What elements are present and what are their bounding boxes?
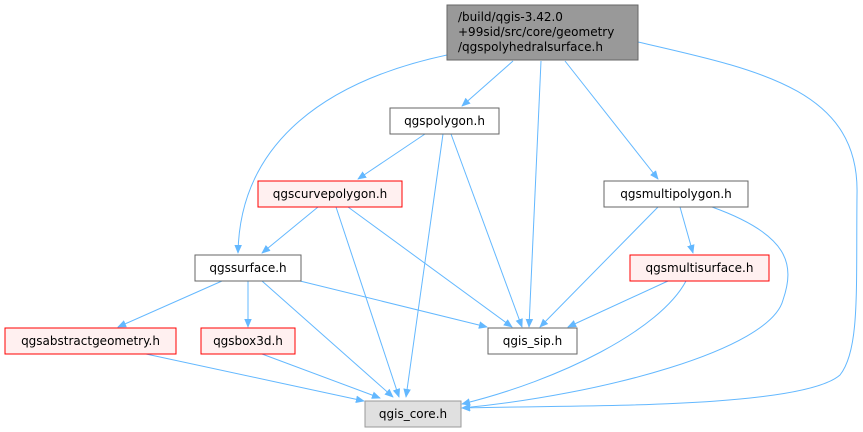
edge-multipolygon-to-core [461, 206, 789, 412]
node-box [200, 327, 296, 355]
node-label: qgis_core.h [379, 407, 447, 421]
node-box [4, 327, 177, 355]
node-label: qgsmultipolygon.h [620, 187, 732, 201]
node-box3d[interactable]: qgsbox3d.h [200, 327, 296, 355]
node-box [487, 327, 578, 355]
edge-multisurface-to-sip [567, 280, 669, 328]
edge-surface-to-abstractgeometry [117, 280, 223, 328]
edge-curvepolygon-to-core [335, 206, 401, 398]
node-curvepolygon[interactable]: qgscurvepolygon.h [257, 180, 403, 208]
node-box [629, 254, 770, 282]
nodes-layer: /build/qgis-3.42.0 +99sid/src/core/geome… [4, 4, 770, 428]
node-surface[interactable]: qgssurface.h [194, 254, 302, 282]
node-multisurface[interactable]: qgsmultisurface.h [629, 254, 770, 282]
node-polygon[interactable]: qgspolygon.h [389, 107, 500, 135]
edge-curvepolygon-to-surface [261, 206, 319, 254]
node-box [257, 180, 403, 208]
edge-box3d-to-core [261, 353, 381, 399]
edge-root-to-surface [234, 54, 448, 254]
node-root[interactable]: /build/qgis-3.42.0 +99sid/src/core/geome… [446, 4, 639, 61]
node-box [194, 254, 302, 282]
node-core[interactable]: qgis_core.h [364, 400, 462, 428]
node-label: /qgspolyhedralsurface.h [458, 40, 603, 54]
node-multipolygon[interactable]: qgsmultipolygon.h [603, 180, 749, 208]
edge-surface-to-sip [299, 280, 488, 329]
edge-root-to-core [461, 41, 858, 412]
edge-root-to-polygon [461, 60, 514, 107]
node-label: qgis_sip.h [503, 334, 562, 348]
edge-polygon-to-core [403, 133, 444, 398]
edges-layer [117, 41, 858, 412]
node-label: qgssurface.h [209, 261, 286, 275]
node-label: qgsbox3d.h [213, 334, 283, 348]
node-label: qgsabstractgeometry.h [21, 334, 160, 348]
edge-multisurface-to-core [461, 280, 687, 406]
node-label: /build/qgis-3.42.0 [458, 10, 563, 24]
node-label: qgsmultisurface.h [646, 261, 754, 275]
edge-multipolygon-to-multisurface [679, 206, 695, 254]
node-label: +99sid/src/core/geometry [458, 25, 614, 39]
edge-abstractgeometry-to-core [145, 353, 365, 403]
edge-root-to-multipolygon [564, 60, 659, 180]
node-label: qgscurvepolygon.h [273, 187, 388, 201]
edge-root-to-sip [525, 60, 542, 328]
edge-polygon-to-curvepolygon [357, 133, 426, 180]
node-label: qgspolygon.h [404, 114, 485, 128]
edge-multipolygon-to-sip [539, 206, 659, 328]
node-box [446, 4, 639, 61]
node-box [603, 180, 749, 208]
node-abstractgeometry[interactable]: qgsabstractgeometry.h [4, 327, 177, 355]
node-box [389, 107, 500, 135]
edge-surface-to-core [261, 280, 394, 398]
node-box [364, 400, 462, 428]
edge-polygon-to-sip [450, 133, 523, 328]
node-sip[interactable]: qgis_sip.h [487, 327, 578, 355]
edge-curvepolygon-to-sip [347, 206, 513, 328]
